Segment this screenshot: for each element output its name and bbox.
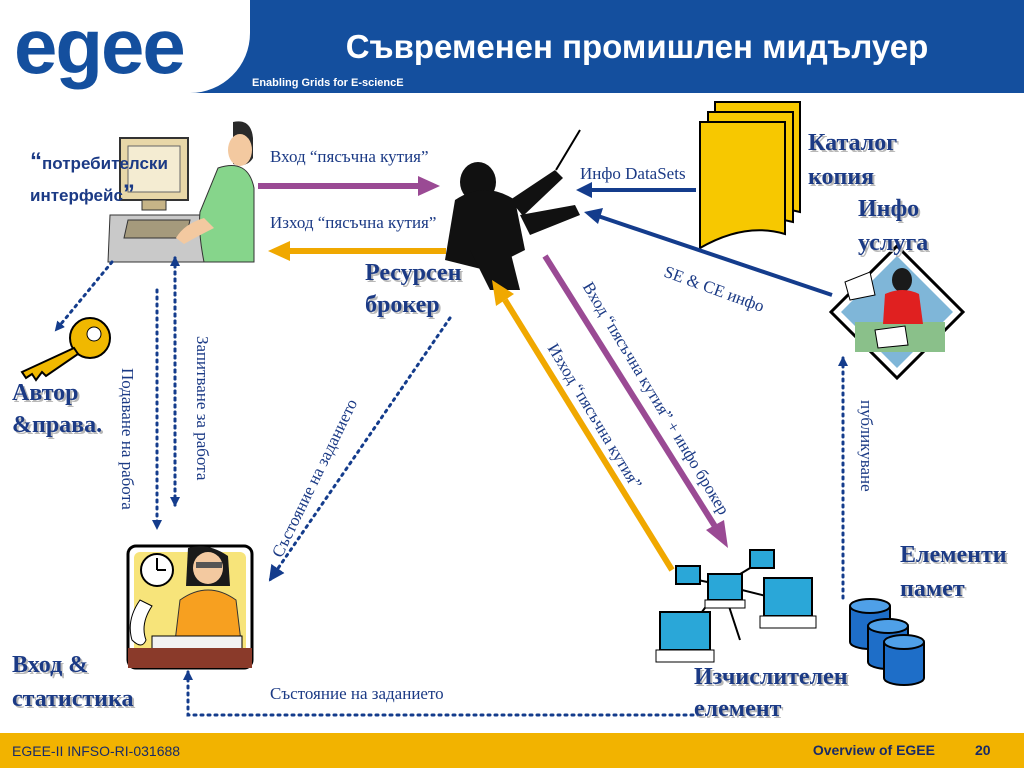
job-submit-label: Подаване на работа — [118, 368, 137, 510]
replica-catalog-label-2: копия — [808, 164, 875, 190]
output-sandbox-label: Изход “пясъчна кутия” — [270, 213, 437, 232]
footer-project-id: EGEE-II INFSO-RI-031688 — [12, 743, 181, 759]
page-title: Съвременен промишлен мидълуер — [345, 28, 929, 65]
replica-catalog-icon — [699, 101, 801, 250]
job-status-bottom-label: Състояние на заданието — [270, 684, 444, 703]
job-query-label: Запитване за работа — [193, 336, 212, 481]
computing-element-icon — [655, 549, 817, 663]
compute-label-2: елемент — [694, 696, 782, 722]
ui-label-line1: “потребителски — [30, 148, 168, 176]
storage-element-icon — [849, 598, 925, 686]
replica-catalog-label-1: Каталог — [808, 130, 898, 156]
auth-label-1: Автор — [12, 380, 79, 406]
auth-label-2: &права. — [12, 412, 103, 438]
key-icon — [20, 317, 111, 382]
slide-header: egee Съвременен промишлен мидълуер Enabl… — [0, 0, 1024, 93]
storage-label-1: Елементи — [900, 542, 1007, 568]
info-service-icon — [828, 243, 966, 381]
header-bar — [180, 0, 1024, 93]
logging-bookkeeping-icon — [126, 544, 254, 670]
ui-auth-dotted-arrow — [54, 260, 114, 332]
se-ce-info-arrow — [584, 208, 833, 297]
ui-quote-open: “ — [30, 148, 42, 175]
ce-output-sandbox-arrow — [492, 280, 675, 572]
slide-footer — [0, 733, 1024, 768]
egee-logo: egee — [0, 0, 250, 93]
page-number: 20 — [975, 742, 991, 758]
resource-broker-label-2: брокер — [365, 292, 440, 318]
user-interface-icon — [107, 121, 255, 263]
output-sandbox-arrow — [268, 241, 446, 261]
logging-label-2: статистика — [12, 686, 134, 712]
logging-label-1: Вход & — [12, 652, 89, 678]
storage-label-2: памет — [900, 576, 965, 602]
broker-to-ce-arrow — [542, 254, 728, 548]
info-service-label-1: Инфо — [858, 196, 920, 222]
info-service-label-2: услуга — [858, 230, 929, 256]
input-sandbox-label: Вход “пясъчна кутия” — [270, 147, 429, 166]
ui-label-text1: потребителски — [42, 154, 168, 173]
input-sandbox-arrow — [258, 176, 440, 196]
resource-broker-icon — [445, 129, 581, 290]
compute-label-1: Изчислителен — [694, 664, 848, 690]
egee-logo-text: egee — [14, 6, 186, 86]
info-datasets-arrow — [576, 182, 696, 198]
job-status-bottom-dotted-arrow — [183, 670, 702, 717]
job-status-dotted-arrow — [268, 316, 452, 582]
ui-label-line2: интерфейс” — [30, 180, 135, 208]
logo-wordmark: egee — [14, 2, 186, 90]
publish-label: публикуване — [857, 400, 876, 492]
ui-quote-close: ” — [122, 180, 135, 207]
ui-label-text2: интерфейс — [30, 186, 123, 205]
footer-title: Overview of EGEE — [812, 742, 935, 758]
resource-broker-label-1: Ресурсен — [365, 260, 462, 286]
info-datasets-label: Инфо DataSets — [580, 164, 686, 183]
header-tagline: Enabling Grids for E-sciencE — [252, 77, 404, 89]
